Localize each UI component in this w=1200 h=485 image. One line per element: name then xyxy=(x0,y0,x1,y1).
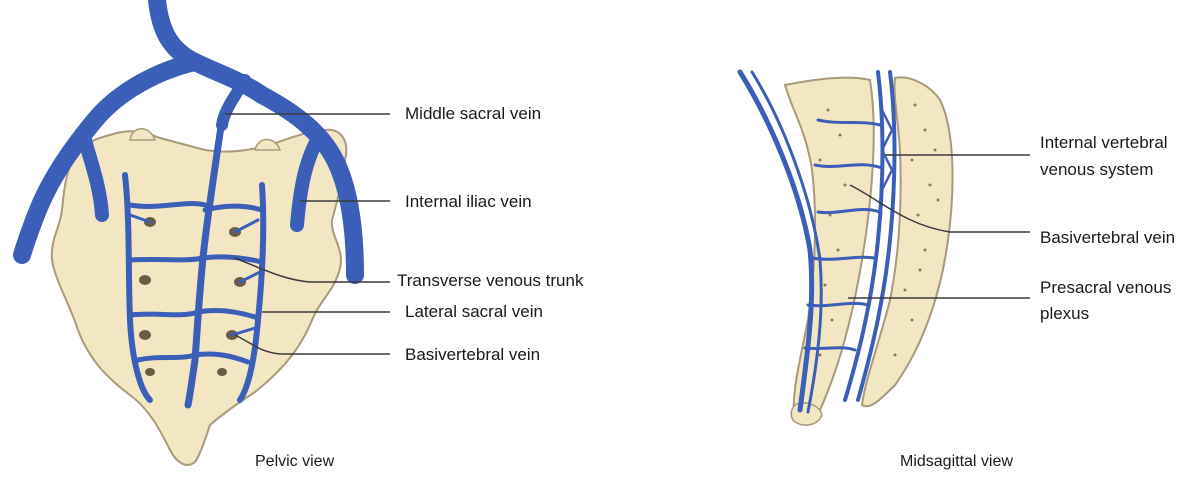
caption-midsagittal-view: Midsagittal view xyxy=(900,453,1013,470)
leader-basivertebral-mid xyxy=(849,184,1030,233)
label-lateral-sacral-vein: Lateral sacral vein xyxy=(405,302,543,321)
iliac-veins xyxy=(13,0,364,284)
label-basivertebral-vein-pelvic: Basivertebral vein xyxy=(405,345,541,364)
label-internal-iliac-vein: Internal iliac vein xyxy=(405,192,532,211)
sacrum-crest-left xyxy=(129,128,157,141)
leader-transverse-trunk xyxy=(234,257,390,283)
caption-pelvic-view: Pelvic view xyxy=(255,453,335,470)
midsagittal-view xyxy=(737,69,1030,426)
label-basivertebral-vein-mid: Basivertebral vein xyxy=(1040,228,1176,247)
sacral-bodies xyxy=(783,76,875,425)
label-internal-vertebral-line1: Internal vertebral xyxy=(1040,133,1168,152)
midsagittal-veins xyxy=(737,69,897,414)
pelvic-view xyxy=(13,0,390,466)
label-transverse-venous-trunk: Transverse venous trunk xyxy=(397,271,584,290)
sacral-posterior xyxy=(860,76,954,408)
midsagittal-leader-lines xyxy=(848,154,1030,299)
pelvic-leader-lines xyxy=(225,113,390,355)
bone-texture xyxy=(818,103,940,357)
label-presacral-line2: plexus xyxy=(1040,304,1090,323)
label-internal-vertebral-line2: venous system xyxy=(1040,160,1154,179)
sacral-veins xyxy=(122,116,267,409)
sacrum-crest-right xyxy=(254,138,282,151)
leader-basivertebral xyxy=(234,334,390,355)
label-presacral-line1: Presacral venous xyxy=(1040,278,1172,297)
label-middle-sacral-vein: Middle sacral vein xyxy=(405,104,542,123)
